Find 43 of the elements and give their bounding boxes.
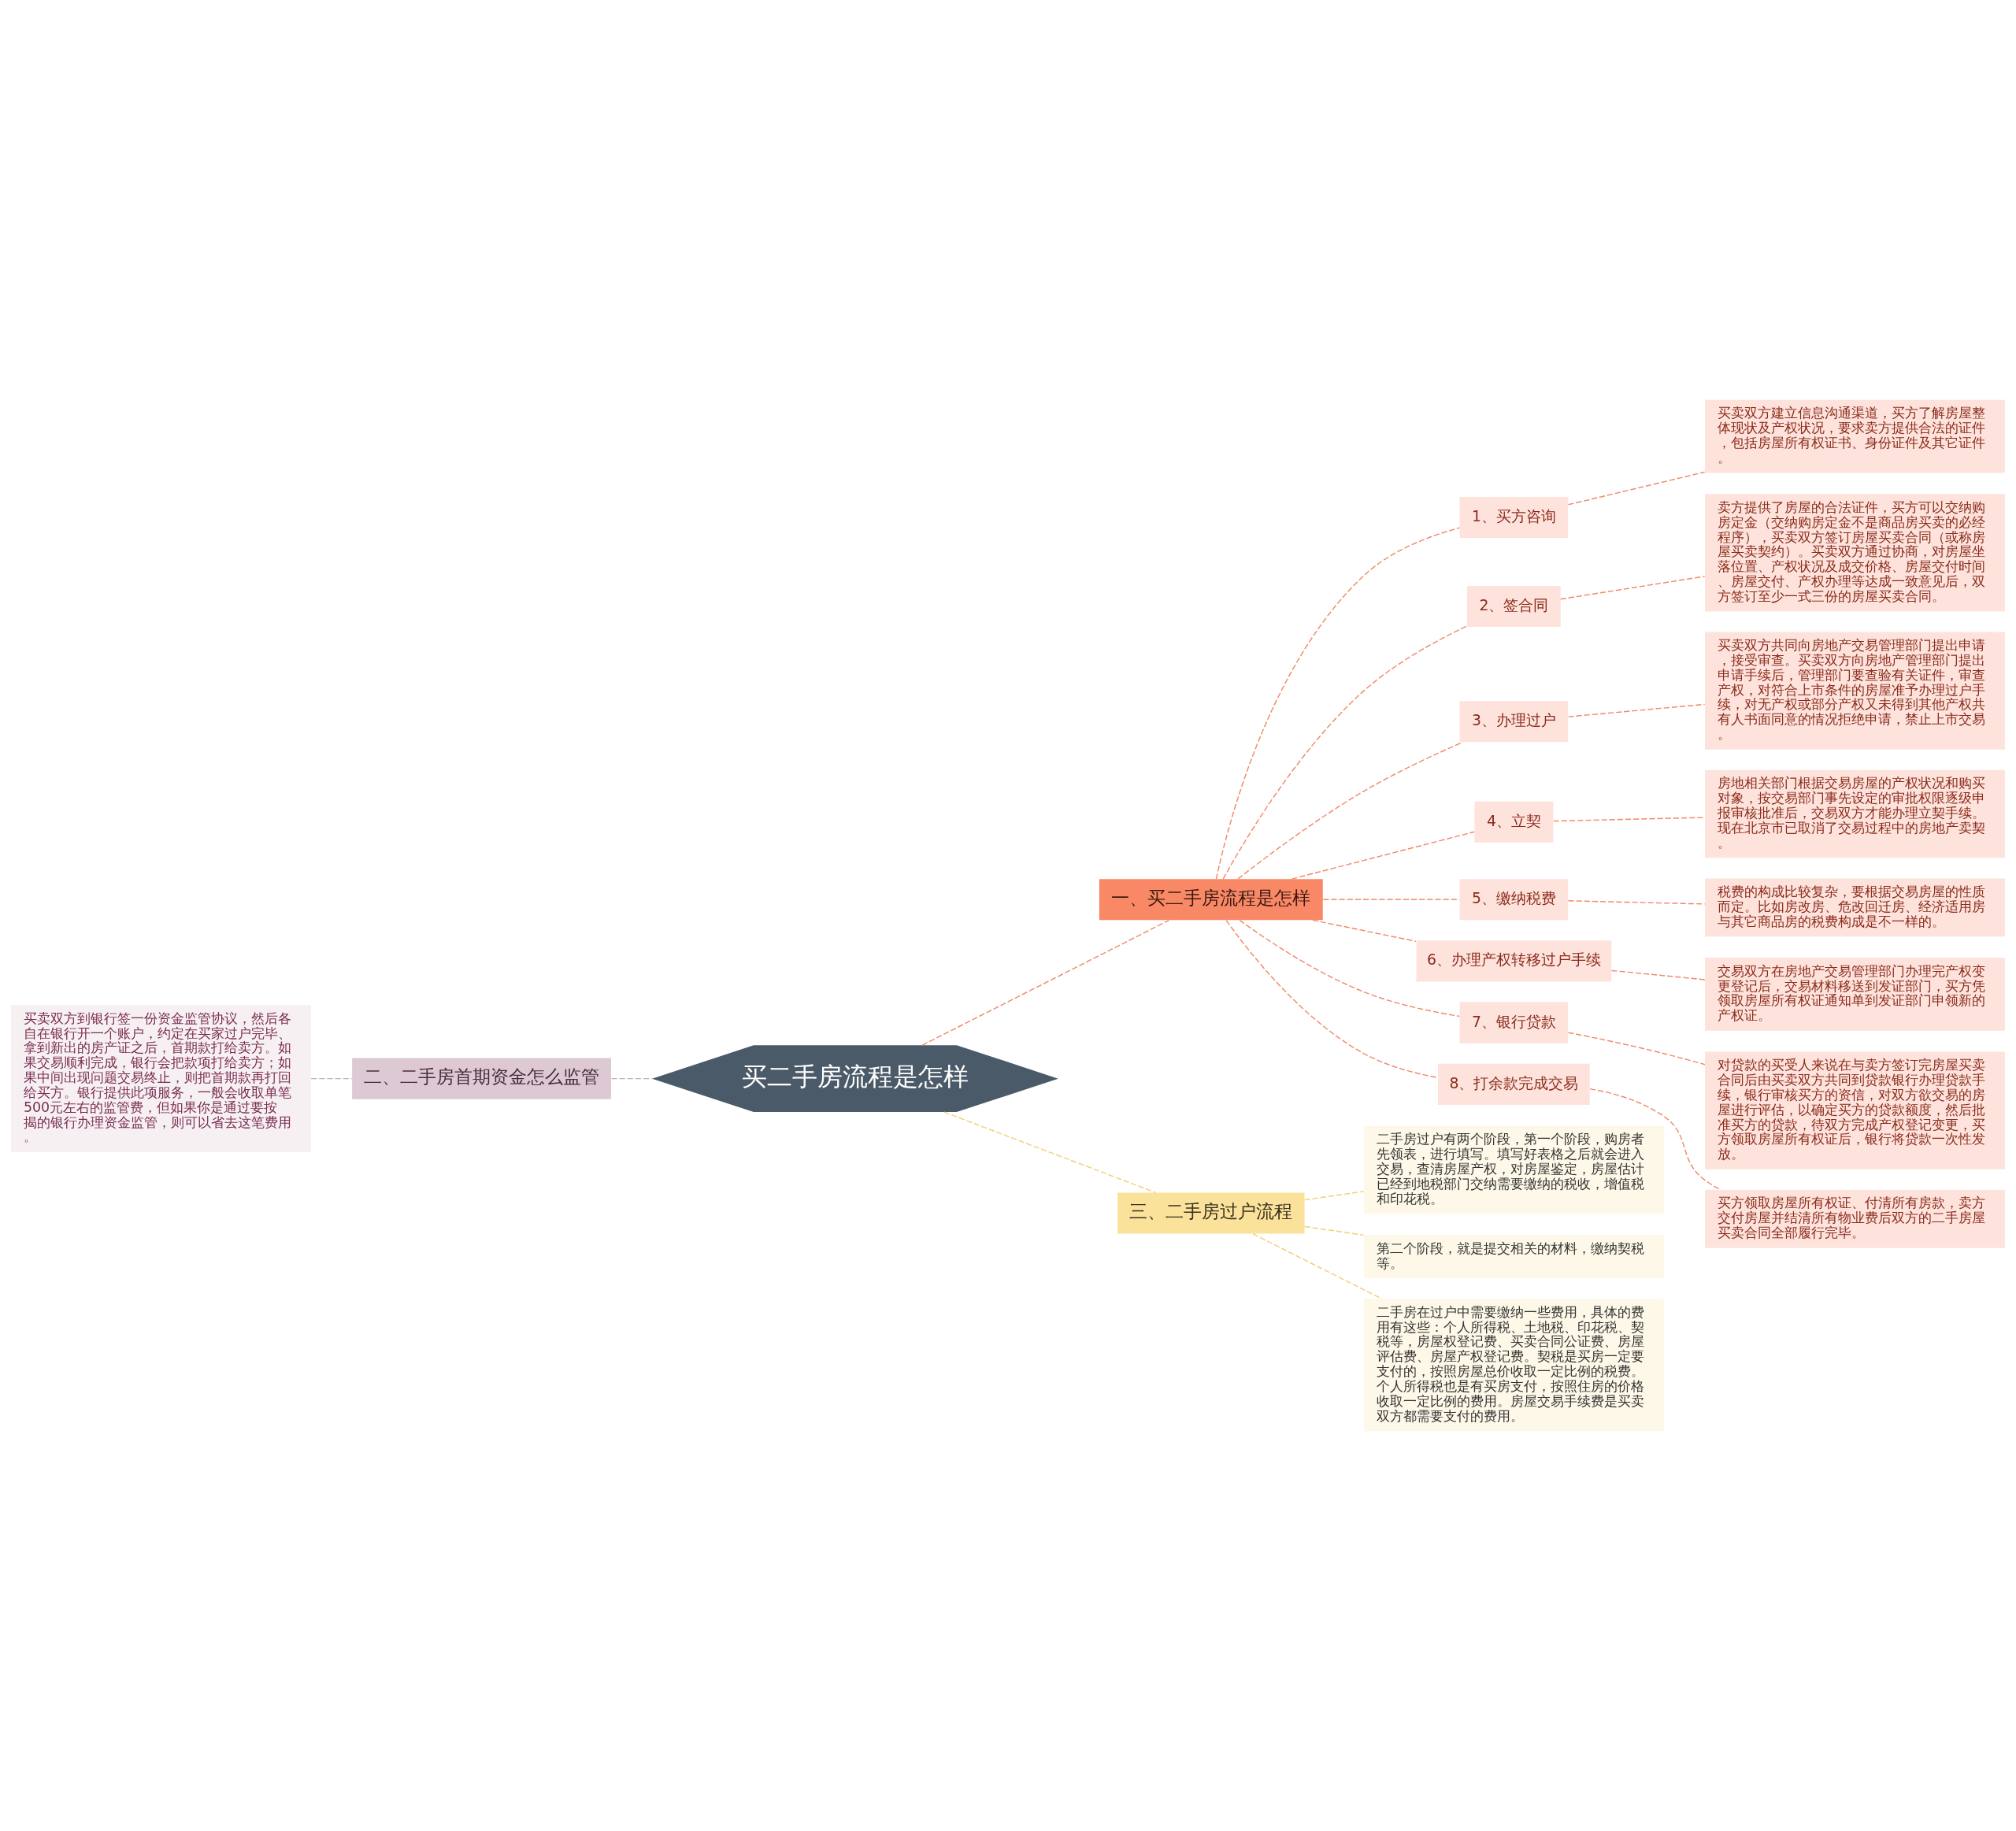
node-box: 买卖双方建立信息沟通渠道，买方了解房屋整体现状及产权状况，要求卖方提供合法的证件，包括房屋所有权证书、身份证件及其它证件。 (1705, 399, 2005, 473)
node-box: 4、立契 (1474, 801, 1554, 843)
connector (1215, 527, 1461, 880)
connector (610, 1077, 653, 1080)
node-box: 买方领取房屋所有权证、付清所有房款，卖方交付房屋并结清所有物业费后双方的二手房屋买卖合同全部履行完毕。 (1705, 1189, 2005, 1248)
node-box: 8、打余款完成交易 (1438, 1063, 1590, 1105)
connector (921, 919, 1170, 1046)
node-box: 6、办理产权转移过户手续 (1416, 940, 1612, 982)
connector (943, 1111, 1157, 1193)
node-box: 三、二手房过户流程 (1117, 1192, 1305, 1234)
node-box: 1、买方咨询 (1459, 496, 1569, 539)
connector (1567, 900, 1706, 905)
node-box: 税费的构成比较复杂，要根据交易房屋的性质而定。比如房改房、危改回迁房、经济适用房与其它商品房的税费构成是不一样的。 (1705, 878, 2005, 937)
connector (310, 1077, 353, 1080)
connector (1225, 919, 1439, 1079)
connector (1312, 919, 1417, 942)
node-box: 买卖双方共同向房地产交易管理部门提出申请，接受审查。买卖双方向房地产管理部门提出申请手续后，管理部门要查验有关证件，审查产权，对符合上市条件的房屋准予办理过户手续，对无产权或部分产权又未得到其他产权共有人书面同意的情况拒绝申请，禁止上市交易。 (1705, 632, 2005, 750)
node-box: 卖方提供了房屋的合法证件，买方可以交纳购房定金（交纳购房定金不是商品房买卖的必经程序），买卖双方签订房屋买卖合同（或称房屋买卖契约）。买卖双方通过协商，对房屋坐落位置、产权状况及成交价格、房屋交付时间、房屋交付、产权办理等达成一致意见后，双方签订至少一式三份的房屋买卖合同。 (1705, 494, 2005, 612)
connector (1304, 1191, 1365, 1201)
node-box: 二手房过户有两个阶段，第一个阶段，购房者先领表，进行填写。填写好表格之后就会进入交易，查清房屋产权，对房屋鉴定，房屋估计已经到地税部门交纳需要缴纳的税收，增值税和印花税。 (1363, 1125, 1664, 1214)
node-box: 买卖双方到银行签一份资金监管协议，然后各自在银行开一个账户，约定在买家过户完毕、拿到新出的房产证之后，首期款打给卖方。如果交易顺利完成，银行会把款项打给卖方；如果中间出现问题交易终止，则把首期款再打回给买方。银行提供此项服务，一般会收取单笔500元左右的监管费，但如果你是通过要按揭的银行办理资金监管，则可以省去这笔费用。 (11, 1005, 311, 1153)
node-box: 5、缴纳税费 (1459, 879, 1569, 921)
connector (1291, 831, 1475, 880)
node-box: 二手房在过户中需要缴纳一些费用，具体的费用有这些：个人所得税、土地税、印花税、契税等，房屋权登记费、买卖合同公证费、房屋评估费、房屋产权登记费。契税是买房一定要支付的，按照房屋总价收取一定比例的税费。个人所得税也是有买房支付，按照住房的价格收取一定比例的费用。房屋交易手续费是买卖双方都需要支付的费用。 (1363, 1299, 1664, 1432)
connector (1239, 919, 1460, 1017)
node-box: 3、办理过户 (1459, 701, 1569, 743)
connector (1610, 969, 1706, 980)
connector (1252, 1233, 1382, 1299)
node-box: 第二个阶段，就是提交相关的材料，缴纳契税等。 (1363, 1235, 1664, 1279)
connector (1222, 625, 1468, 880)
connector (1567, 1032, 1706, 1066)
connector (1560, 576, 1706, 600)
node-box: 7、银行贷款 (1459, 1002, 1569, 1043)
connector (1589, 1088, 1721, 1191)
connector (1304, 1225, 1365, 1236)
node-box: 交易双方在房地产交易管理部门办理完产权变更登记后，交易材料移送到发证部门，买方凭领取房屋所有权证通知单到发证部门申领新的产权证。 (1705, 958, 2005, 1031)
connector (1567, 471, 1706, 506)
node-box: 房地相关部门根据交易房屋的产权状况和购买对象，按交易部门事先设定的审批权限逐级申报审核批准后，交易双方才能办理立契手续。现在北京市已取消了交易过程中的房地产卖契。 (1705, 769, 2005, 858)
connector (1567, 703, 1706, 717)
node-box: 对贷款的买受人来说在与卖方签订完房屋买卖合同后由买卖双方共同到贷款银行办理贷款手续，银行审核买方的资信，对双方欲交易的房屋进行评估，以确定买方的贷款额度，然后批准买方的贷款，待双方完成产权登记变更，买方领取房屋所有权证后，银行将贷款一次性发放。 (1705, 1051, 2005, 1169)
node-box: 2、签合同 (1467, 585, 1561, 628)
node-box: 二、二手房首期资金怎么监管 (352, 1058, 611, 1099)
node-box: 一、买二手房流程是怎样 (1099, 879, 1323, 921)
